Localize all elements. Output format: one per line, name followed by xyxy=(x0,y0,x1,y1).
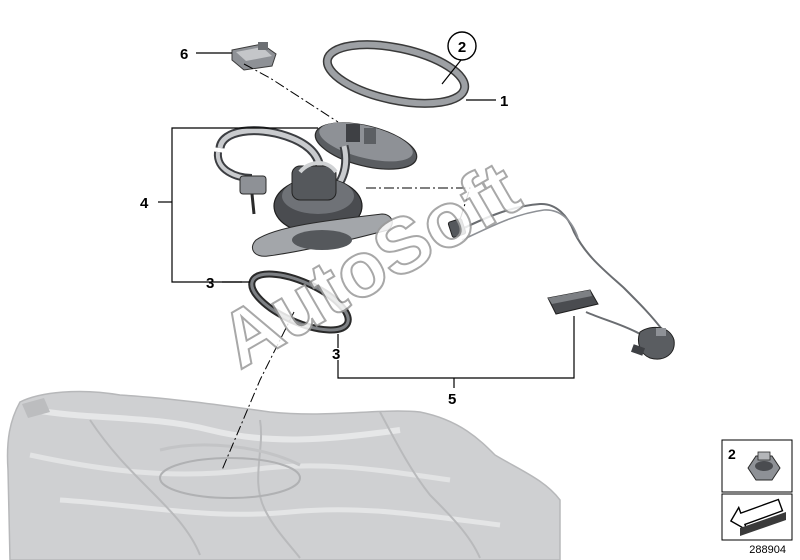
arrow-icon xyxy=(729,498,786,536)
callout-5: 5 xyxy=(448,391,456,408)
callout-3-lower: 3 xyxy=(332,346,340,363)
fuel-tank xyxy=(6,390,561,560)
fuel-pump-assembly-part-4 xyxy=(213,122,418,257)
dashdot-pump-to-sender xyxy=(366,187,471,227)
dashdot-6-to-pump xyxy=(243,63,339,123)
callout-2: 2 xyxy=(458,39,466,56)
callout-2-circle xyxy=(447,31,477,61)
level-sender-part-5 xyxy=(447,202,675,360)
dashdot-ring-to-tank xyxy=(221,311,295,471)
sealing-ring-part-3 xyxy=(248,270,352,334)
callout-1: 1 xyxy=(500,93,508,110)
bracket-4 xyxy=(171,127,318,283)
nut-icon xyxy=(747,451,781,481)
leader-2 xyxy=(441,59,462,85)
connector-part-6 xyxy=(231,42,277,71)
legend-item-number: 2 xyxy=(728,446,736,462)
callout-4: 4 xyxy=(140,195,149,212)
sealing-ring-part-1 xyxy=(322,40,470,108)
callout-3-left: 3 xyxy=(206,275,214,292)
legend-box: 2 xyxy=(721,439,793,541)
bracket-5 xyxy=(337,316,575,379)
diagram-id: 288904 xyxy=(749,544,786,556)
callout-6: 6 xyxy=(180,46,188,63)
